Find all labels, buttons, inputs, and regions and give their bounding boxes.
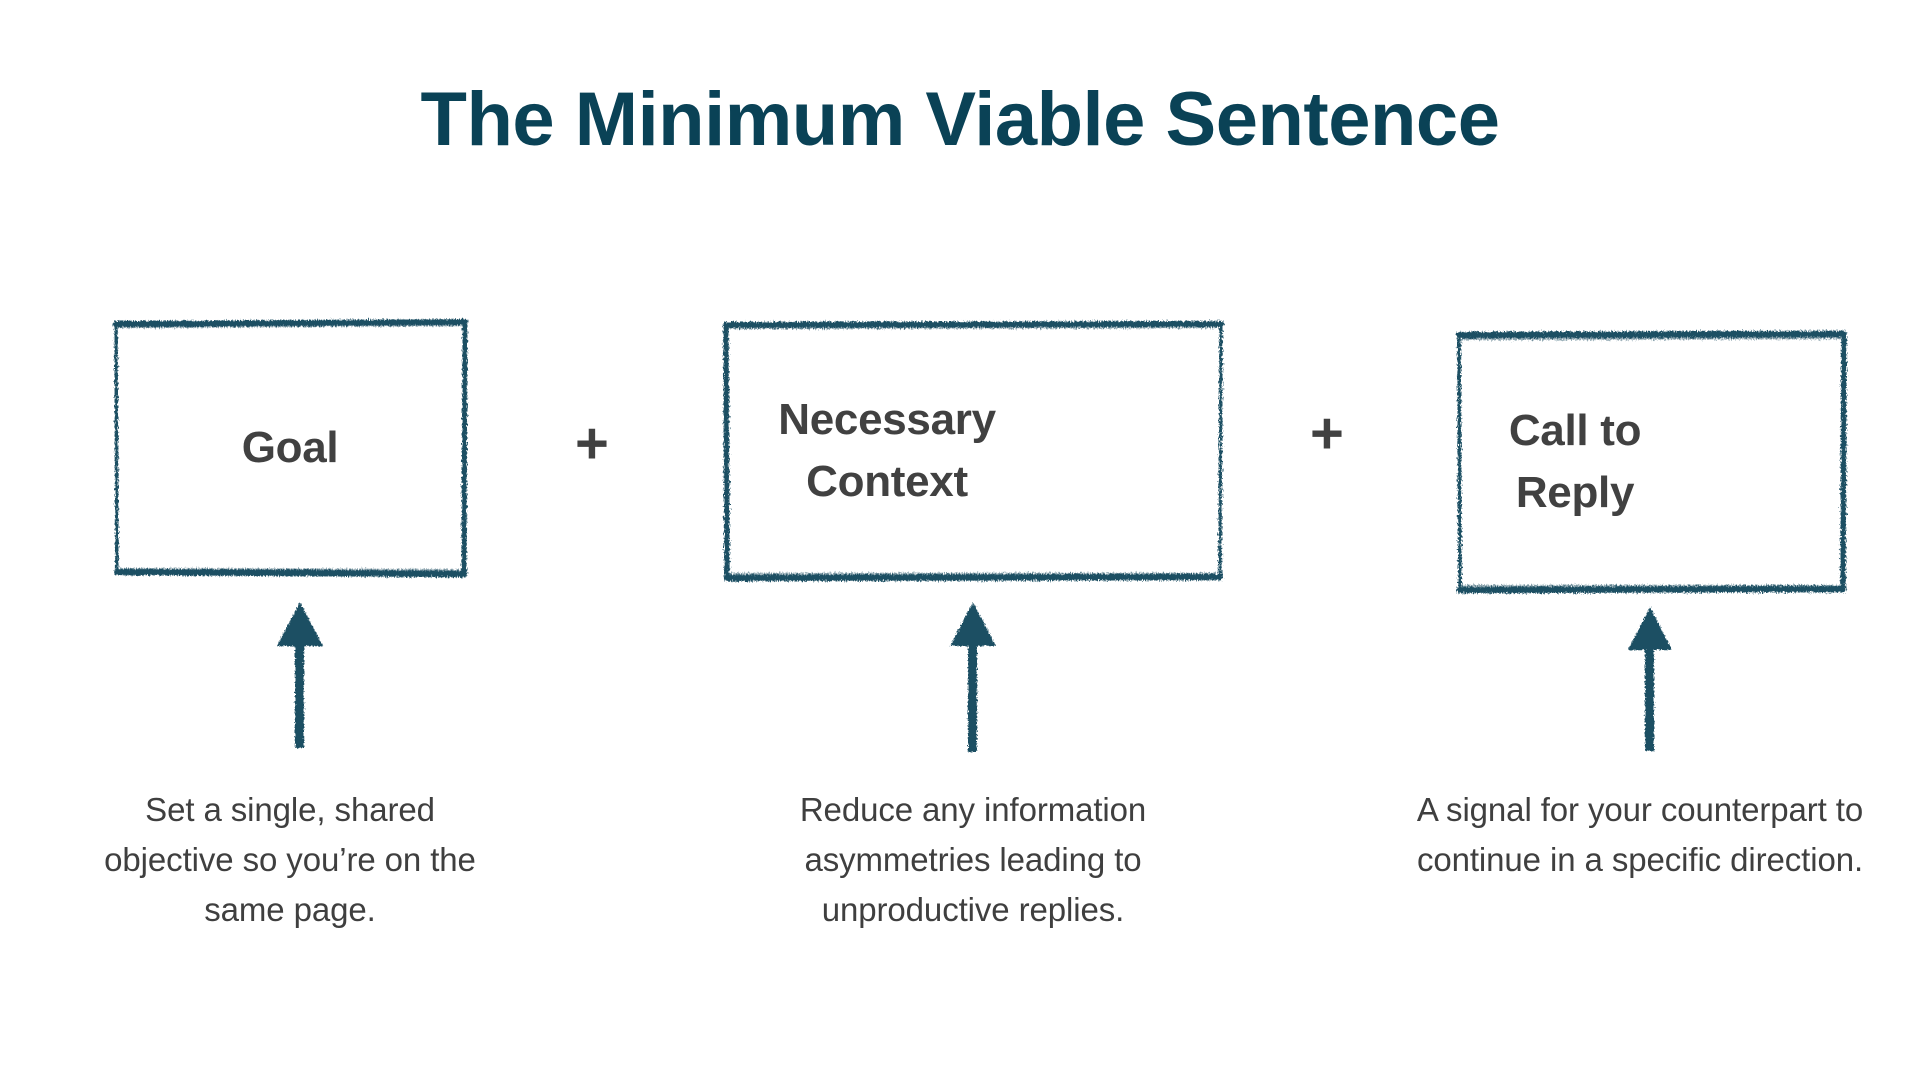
up-arrow-icon: [950, 602, 996, 752]
sketchy-rectangle-icon: [723, 321, 1224, 582]
sketchy-rectangle-icon: [1455, 330, 1848, 594]
caption-goal: Set a single, shared objective so you’re…: [104, 791, 476, 929]
page-title: The Minimum Viable Sentence: [420, 77, 1500, 162]
concept-box-label-necessary-context: Necessary Context: [778, 394, 996, 506]
concept-box-necessary-context[interactable]: Necessary Context: [722, 321, 1224, 582]
concept-box-label-goal: Goal: [241, 422, 339, 472]
plus-operator-2: +: [1310, 401, 1344, 466]
plus-operator-1: +: [575, 411, 609, 476]
concept-box-goal[interactable]: Goal: [113, 319, 468, 578]
caption-necessary-context: Reduce any information asymmetries leadi…: [799, 791, 1147, 929]
concept-box-call-to-reply[interactable]: Call to Reply: [1455, 330, 1848, 594]
up-arrow-icon: [277, 602, 323, 748]
up-arrow-call-to-reply: [1620, 605, 1680, 755]
up-arrow-icon: [1628, 607, 1672, 751]
sketchy-rectangle-icon: [113, 319, 468, 578]
up-arrow-necessary-context: [943, 600, 1003, 756]
up-arrow-goal: [270, 600, 330, 752]
caption-call-to-reply: A signal for your counterpart to continu…: [1416, 791, 1864, 879]
concept-box-label-call-to-reply: Call to Reply: [1508, 405, 1642, 517]
